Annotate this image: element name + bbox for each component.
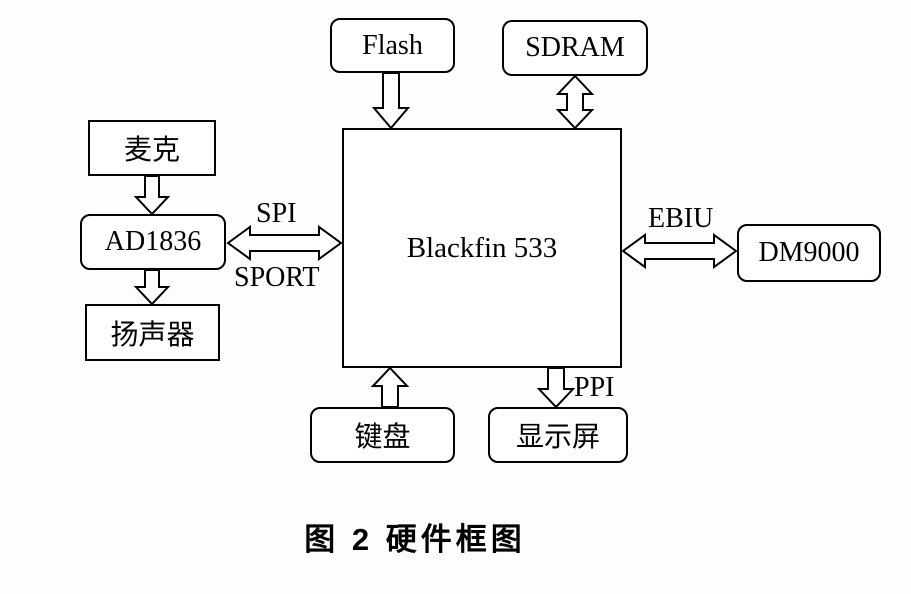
arrow-ad1836-to-speaker: [133, 269, 171, 306]
block-speaker: 扬声器: [85, 304, 220, 361]
block-display-screen: 显示屏: [488, 407, 628, 463]
block-sdram: SDRAM: [502, 20, 648, 76]
figure-caption: 图 2 硬件框图: [304, 522, 526, 557]
arrow-ad1836-blackfin: [226, 225, 343, 261]
arrow-flash-to-blackfin: [371, 72, 411, 130]
arrow-blackfin-dm9000: [621, 233, 738, 269]
block-blackfin-533: Blackfin 533: [342, 128, 622, 368]
bus-label-sport: SPORT: [234, 262, 320, 293]
block-flash: Flash: [330, 18, 455, 73]
arrow-blackfin-to-display: [536, 367, 576, 409]
bus-label-spi: SPI: [256, 198, 297, 229]
bus-label-ppi: PPI: [574, 372, 615, 403]
bus-label-ebiu: EBIU: [648, 203, 714, 234]
arrow-sdram-blackfin: [555, 74, 595, 130]
arrow-mic-to-ad1836: [133, 175, 171, 216]
block-microphone: 麦克: [88, 120, 216, 176]
block-dm9000: DM9000: [737, 224, 881, 282]
block-ad1836: AD1836: [80, 214, 226, 270]
arrow-keyboard-to-blackfin: [370, 366, 410, 408]
block-keyboard: 键盘: [310, 407, 455, 463]
